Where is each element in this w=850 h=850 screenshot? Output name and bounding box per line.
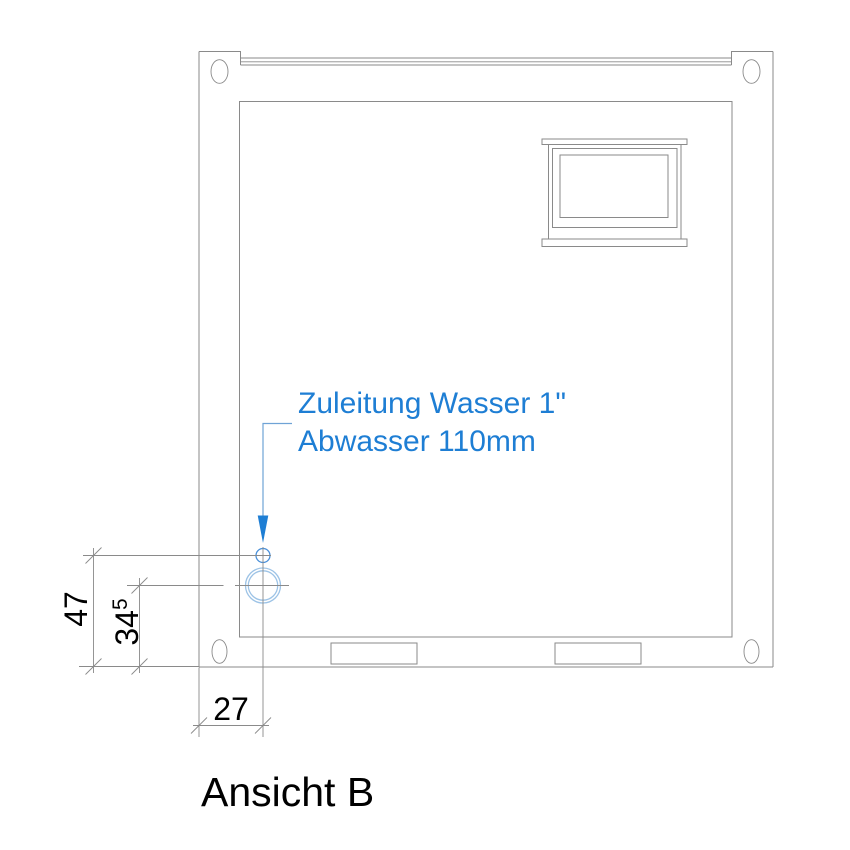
fork-pocket-right: [554, 642, 642, 665]
corner-hole-bottom-left: [211, 639, 228, 664]
dim-tick: [190, 717, 208, 734]
fork-pocket-left: [330, 642, 418, 665]
wall-panel: [239, 101, 733, 638]
corner-block-top-right: [731, 51, 773, 65]
dim-tick: [85, 658, 102, 675]
corner-hole-top-right: [742, 59, 761, 84]
dim-tick: [85, 547, 102, 564]
annotation-line1: Zuleitung Wasser 1": [298, 387, 566, 420]
dim-text-345-main: 34: [109, 610, 145, 646]
utility-annotation: Zuleitung Wasser 1" Abwasser 110mm: [244, 387, 566, 604]
window-sill-top: [541, 138, 688, 145]
dim-tick: [131, 577, 148, 594]
corner-hole-bottom-right: [743, 639, 760, 664]
leader-line: [262, 422, 292, 516]
view-title: Ansicht B: [201, 769, 374, 815]
dim-text-345: 345: [109, 598, 145, 645]
window-frame-outer: [548, 144, 682, 240]
dim-tick: [131, 658, 148, 675]
annotation-line2: Abwasser 110mm: [298, 425, 536, 458]
window: [541, 138, 688, 247]
dim-text-345-superscript: 5: [109, 598, 132, 610]
window-frame-mid: [552, 148, 678, 228]
dimension-lines: 47 345 27: [58, 547, 289, 737]
container-outline: [198, 51, 774, 668]
corner-block-top-left: [199, 51, 241, 65]
window-glass: [559, 154, 669, 218]
corner-hole-top-left: [210, 59, 229, 84]
window-sill-bottom: [541, 238, 688, 247]
dim-text-47: 47: [58, 591, 94, 627]
dim-tick: [254, 717, 272, 734]
dim-text-27: 27: [213, 691, 249, 727]
leader-arrowhead-icon: [257, 515, 269, 543]
